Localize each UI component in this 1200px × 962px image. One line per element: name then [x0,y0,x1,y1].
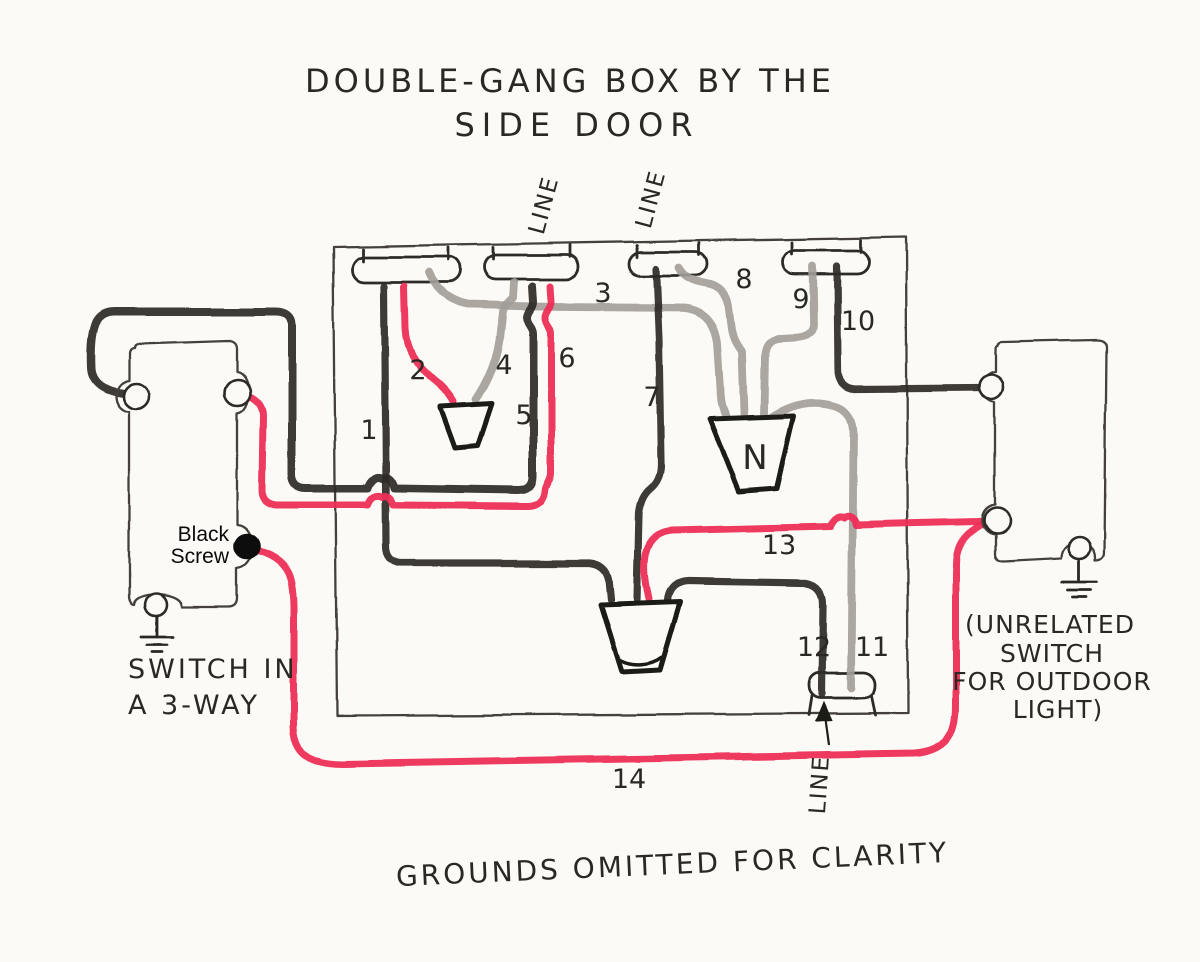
three-way-ground-screw [143,592,169,618]
cable-clamp-bottom [807,671,877,717]
wire-number-7: 7 [643,382,660,413]
wire-8-gray [675,264,748,418]
wire-3-gray [425,268,730,420]
cable-clamp-3 [627,241,709,278]
wire-number-9: 9 [792,284,809,315]
wire-9-gray [760,262,818,419]
bottom-wire-nut [598,599,683,675]
outdoor-switch-top-screw [977,373,1005,401]
black-screw-label-line1: Black [178,523,230,546]
three-way-black-screw [233,532,261,560]
wire-nuts [438,401,797,675]
wire-10-black [833,262,988,393]
wire-number-1: 1 [360,415,377,446]
outdoor-switch-ground-screw [1066,535,1092,561]
three-way-top-right-screw [223,378,253,408]
left-switch-caption-line1: SWITCH IN [128,654,298,685]
diagram-title-line2: SIDE DOOR [454,106,699,144]
diagram-title-line1: DOUBLE-GANG BOX BY THE [305,62,835,100]
outdoor-light-switch [977,338,1108,599]
three-way-top-left-screw [121,381,151,411]
line-label-2: LINE [631,167,671,231]
outdoor-switch-bottom-screw [982,506,1012,536]
wire-11-gray [763,398,857,692]
neutral-wires [425,262,857,692]
line-arrow [815,701,833,747]
line-label-3: LINE [805,754,835,815]
wire-1-black [380,282,615,604]
wire-14-red [248,518,994,768]
line-label-1: LINE [524,173,564,237]
wire-number-5: 5 [515,400,532,431]
wire-number-14: 14 [612,764,646,795]
three-way-switch [114,339,261,654]
right-switch-caption-line3: FOR OUTDOOR [952,667,1152,696]
cable-clamp-2 [482,243,580,281]
grounds-footnote: GROUNDS OMITTED FOR CLARITY [395,836,949,893]
black-wires [86,262,988,698]
wire-number-8: 8 [735,264,752,295]
ground-symbol-left [139,615,175,654]
wire-6-red [244,282,555,510]
wire-13-red [641,512,995,603]
wire-number-13: 13 [762,530,796,561]
wire-2-red [400,282,458,406]
sketch-layer [86,235,1108,768]
wire-4-gray [472,278,518,404]
wire-nut-left [438,401,495,451]
wire-number-6: 6 [558,343,575,374]
wire-number-2: 2 [409,355,426,386]
neutral-nut-label: N [742,438,767,478]
right-switch-caption-line4: LIGHT) [1013,695,1104,724]
cable-clamp-1 [350,246,462,284]
three-way-switch-outline [114,339,254,609]
right-switch-caption-line2: SWITCH [1000,639,1104,668]
wire-number-4: 4 [495,350,512,381]
wire-number-10: 10 [841,306,875,337]
cable-clamp-4 [781,238,871,276]
left-switch-caption-line2: A 3-WAY [128,690,260,721]
wire-12-black [663,577,827,698]
junction-box-outline [331,235,910,718]
red-wires [244,282,995,768]
ground-symbol-right [1060,558,1099,599]
wire-7-black [633,265,665,604]
wire-5-black-traveler [86,282,537,494]
black-screw-label-line2: Screw [171,545,230,568]
wire-number-12: 12 [797,632,831,663]
bottom-wire-nut-lip [619,656,663,667]
wire-number-11: 11 [855,632,889,663]
neutral-wire-nut [707,413,797,495]
right-switch-caption-line1: (UNRELATED [965,610,1135,639]
wire-number-3: 3 [594,278,611,309]
